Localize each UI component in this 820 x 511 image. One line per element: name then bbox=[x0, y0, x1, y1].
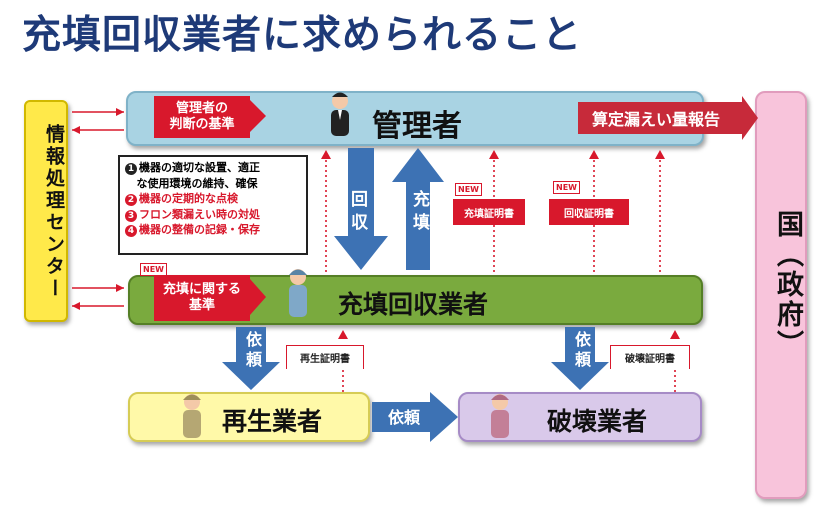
new-badge: NEW bbox=[455, 183, 482, 196]
page-title: 充填回収業者に求められること bbox=[22, 13, 583, 58]
juten-arrow bbox=[392, 148, 444, 270]
recovery-certificate: 回収証明書 bbox=[549, 199, 629, 225]
kaishu-arrow bbox=[334, 148, 388, 270]
info-center-label: 情報処理センター bbox=[43, 124, 65, 300]
leak-report-label: 算定漏えい量報告 bbox=[592, 110, 721, 129]
new-badge: NEW bbox=[553, 181, 580, 194]
irai-horizontal-arrow bbox=[372, 392, 458, 442]
irai-left-arrow bbox=[222, 327, 280, 390]
irai-right-arrow bbox=[551, 327, 609, 390]
juten-arrow-label: 充填 bbox=[409, 190, 429, 236]
manager-person-icon bbox=[331, 92, 349, 136]
government-label: 国（政府） bbox=[772, 210, 803, 360]
destruction-certificate: 破壊証明書 bbox=[610, 345, 690, 369]
recycler-box bbox=[128, 392, 370, 442]
destroyer-label: 破壊業者 bbox=[547, 407, 648, 436]
irai-right-label: 依頼 bbox=[572, 331, 591, 371]
government-box bbox=[755, 91, 807, 499]
info-center-box bbox=[24, 100, 68, 322]
irai-horizontal-label: 依頼 bbox=[388, 408, 421, 427]
manager-label: 管理者 bbox=[372, 109, 462, 144]
destroyer-person-icon bbox=[491, 394, 509, 438]
filling-criteria-callout: 充填に関する基準 bbox=[154, 275, 250, 321]
recycler-label: 再生業者 bbox=[222, 407, 323, 436]
recycling-certificate: 再生証明書 bbox=[286, 345, 364, 369]
irai-left-label: 依頼 bbox=[243, 331, 262, 371]
santei-arrow bbox=[578, 96, 758, 140]
filling-certificate: 充填証明書 bbox=[453, 199, 525, 225]
manager-criteria-callout: 管理者の判断の基準 bbox=[154, 96, 250, 138]
recycler-person-icon bbox=[183, 394, 201, 438]
kaishu-arrow-label: 回収 bbox=[347, 190, 367, 236]
obligation-item-cont: な使用環境の維持、確保 bbox=[136, 176, 258, 190]
new-badge: NEW bbox=[140, 263, 167, 276]
operator-label: 充填回収業者 bbox=[338, 290, 489, 319]
operator-person-icon bbox=[289, 269, 307, 317]
